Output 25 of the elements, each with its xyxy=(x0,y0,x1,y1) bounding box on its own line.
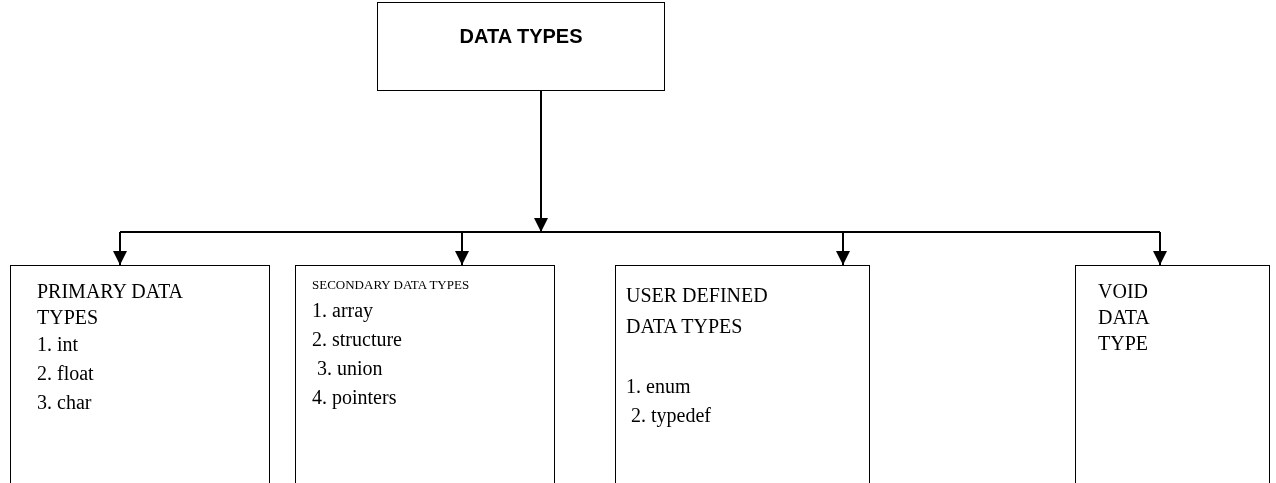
list-item: 1. enum xyxy=(626,374,692,399)
list-item: 3. union xyxy=(316,356,384,381)
text-box xyxy=(615,265,870,483)
connector-line xyxy=(119,231,1161,233)
arrow xyxy=(455,231,469,266)
text-box xyxy=(377,2,665,91)
title-text: DATA TYPES xyxy=(458,25,584,48)
list-item: 1. array xyxy=(312,298,375,324)
text-box xyxy=(295,265,555,483)
list-item: 2. typedef xyxy=(630,403,712,429)
list-item: 4. pointers xyxy=(312,385,398,411)
heading-text: USER DEFINED DATA TYPES xyxy=(626,283,769,339)
arrow xyxy=(113,231,127,266)
list-item: 3. char xyxy=(37,390,93,415)
text-box xyxy=(10,265,270,483)
list-item: 2. float xyxy=(37,361,95,386)
list-item: 1. int xyxy=(37,332,80,357)
arrow xyxy=(534,90,548,233)
list-item: 2. structure xyxy=(312,327,403,352)
heading-text: VOID DATA TYPE xyxy=(1098,279,1151,356)
heading-text: SECONDARY DATA TYPES xyxy=(312,276,471,294)
arrow xyxy=(1153,231,1167,266)
text-box xyxy=(1075,265,1270,483)
arrow xyxy=(836,231,850,266)
heading-text: PRIMARY DATA TYPES xyxy=(37,279,184,330)
